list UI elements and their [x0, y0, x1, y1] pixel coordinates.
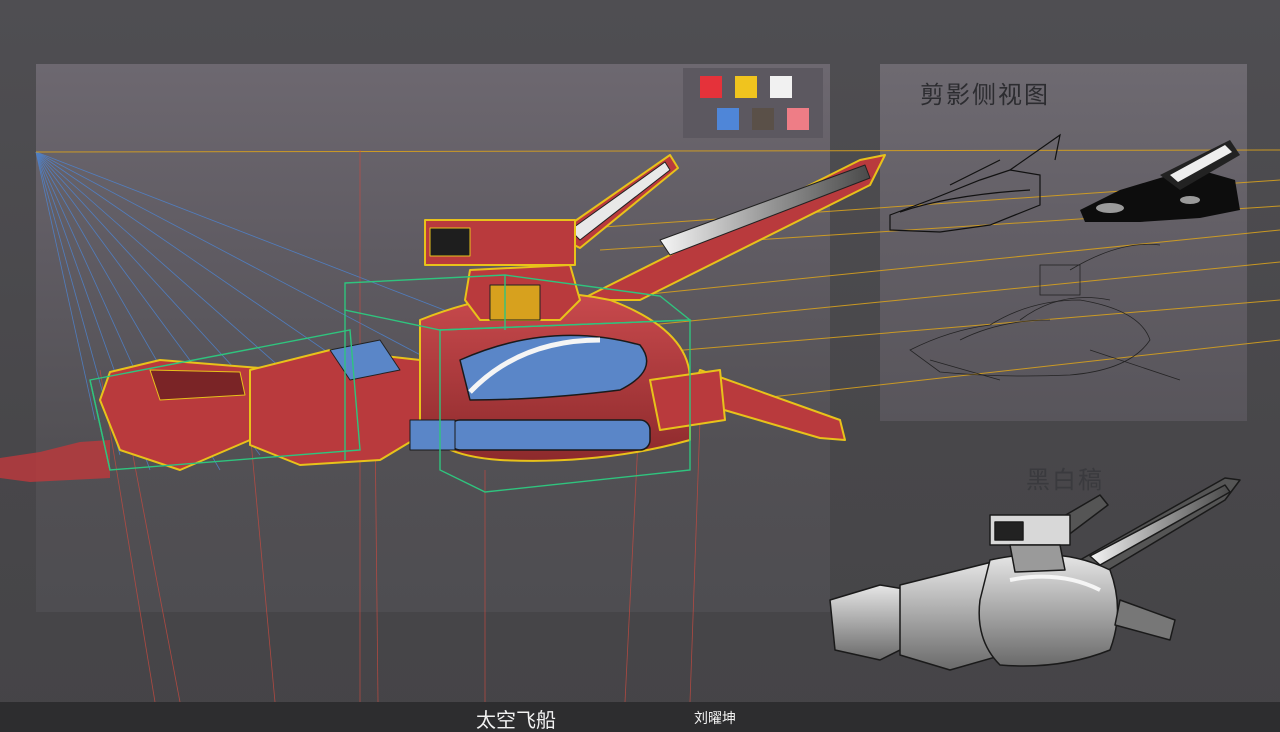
swatch-red	[700, 76, 722, 98]
color-palette	[683, 68, 823, 138]
footer-bar	[0, 702, 1280, 732]
artwork-title: 太空飞船	[476, 708, 556, 732]
swatch-white	[770, 76, 792, 98]
swatch-yellow	[735, 76, 757, 98]
rough-perspective-sketch	[909, 243, 1181, 381]
silhouette-filled-sketch	[1080, 140, 1240, 222]
swatch-dark-brown	[752, 108, 774, 130]
red-spaceship	[99, 154, 886, 471]
artist-name: 刘曜坤	[694, 711, 736, 727]
silhouette-side-view-label: 剪影侧视图	[920, 81, 1050, 109]
swatch-pink	[787, 108, 809, 130]
silhouette-outline-sketch	[889, 133, 1061, 233]
silhouette-panel	[880, 64, 1247, 421]
black-white-draft-label: 黑白稿	[1026, 466, 1104, 494]
swatch-blue	[717, 108, 739, 130]
black-white-render	[829, 477, 1241, 671]
exhaust-trail	[0, 440, 110, 482]
construction-boxes	[89, 274, 692, 493]
